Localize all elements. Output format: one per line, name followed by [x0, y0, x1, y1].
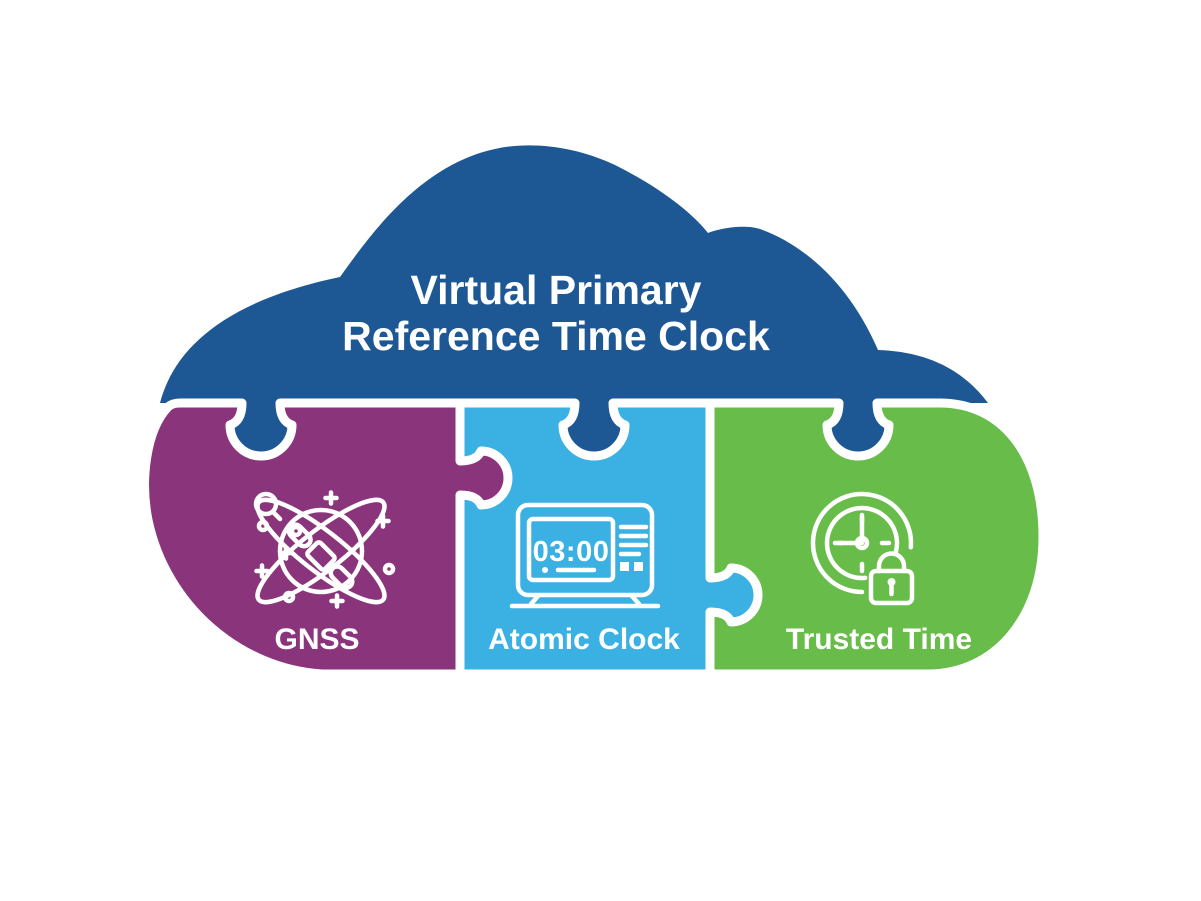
label-trusted-time: Trusted Time [786, 623, 972, 656]
label-gnss: GNSS [274, 623, 359, 656]
clock-face-circle [824, 505, 900, 581]
trusted-time-lock-icon [810, 491, 915, 606]
side-panel-button-1 [620, 562, 629, 571]
mini-satellite-antenna [270, 509, 283, 522]
padlock-shackle [876, 551, 907, 574]
clock-screen [526, 516, 616, 583]
atomic-clock-icon: 03:00 [509, 502, 661, 609]
label-atomic-clock: Atomic Clock [488, 623, 680, 656]
satellite-body [286, 522, 355, 591]
clock-feet [528, 593, 642, 607]
side-panel-button-2 [634, 562, 643, 571]
puzzle-piece-gnss [140, 398, 513, 679]
padlock-body [868, 568, 915, 606]
cloud-shape [160, 145, 988, 457]
sparkle-icons [254, 490, 391, 609]
clock-center-dot [854, 535, 870, 551]
clock-device-body [515, 502, 655, 598]
title-line-2: Reference Time Clock [342, 313, 770, 359]
title-line-1: Virtual Primary [411, 267, 702, 313]
mini-satellite-node [253, 491, 279, 517]
side-panel-lines [618, 524, 649, 557]
screen-dot [542, 567, 548, 573]
gnss-satellite-icon [253, 490, 396, 609]
outer-time-ring [810, 491, 914, 595]
orbit-ring-right [255, 497, 387, 605]
star-dots [256, 519, 396, 604]
clock-time-display: 03:00 [533, 536, 610, 568]
puzzle-piece-trusted-time [705, 398, 1048, 679]
